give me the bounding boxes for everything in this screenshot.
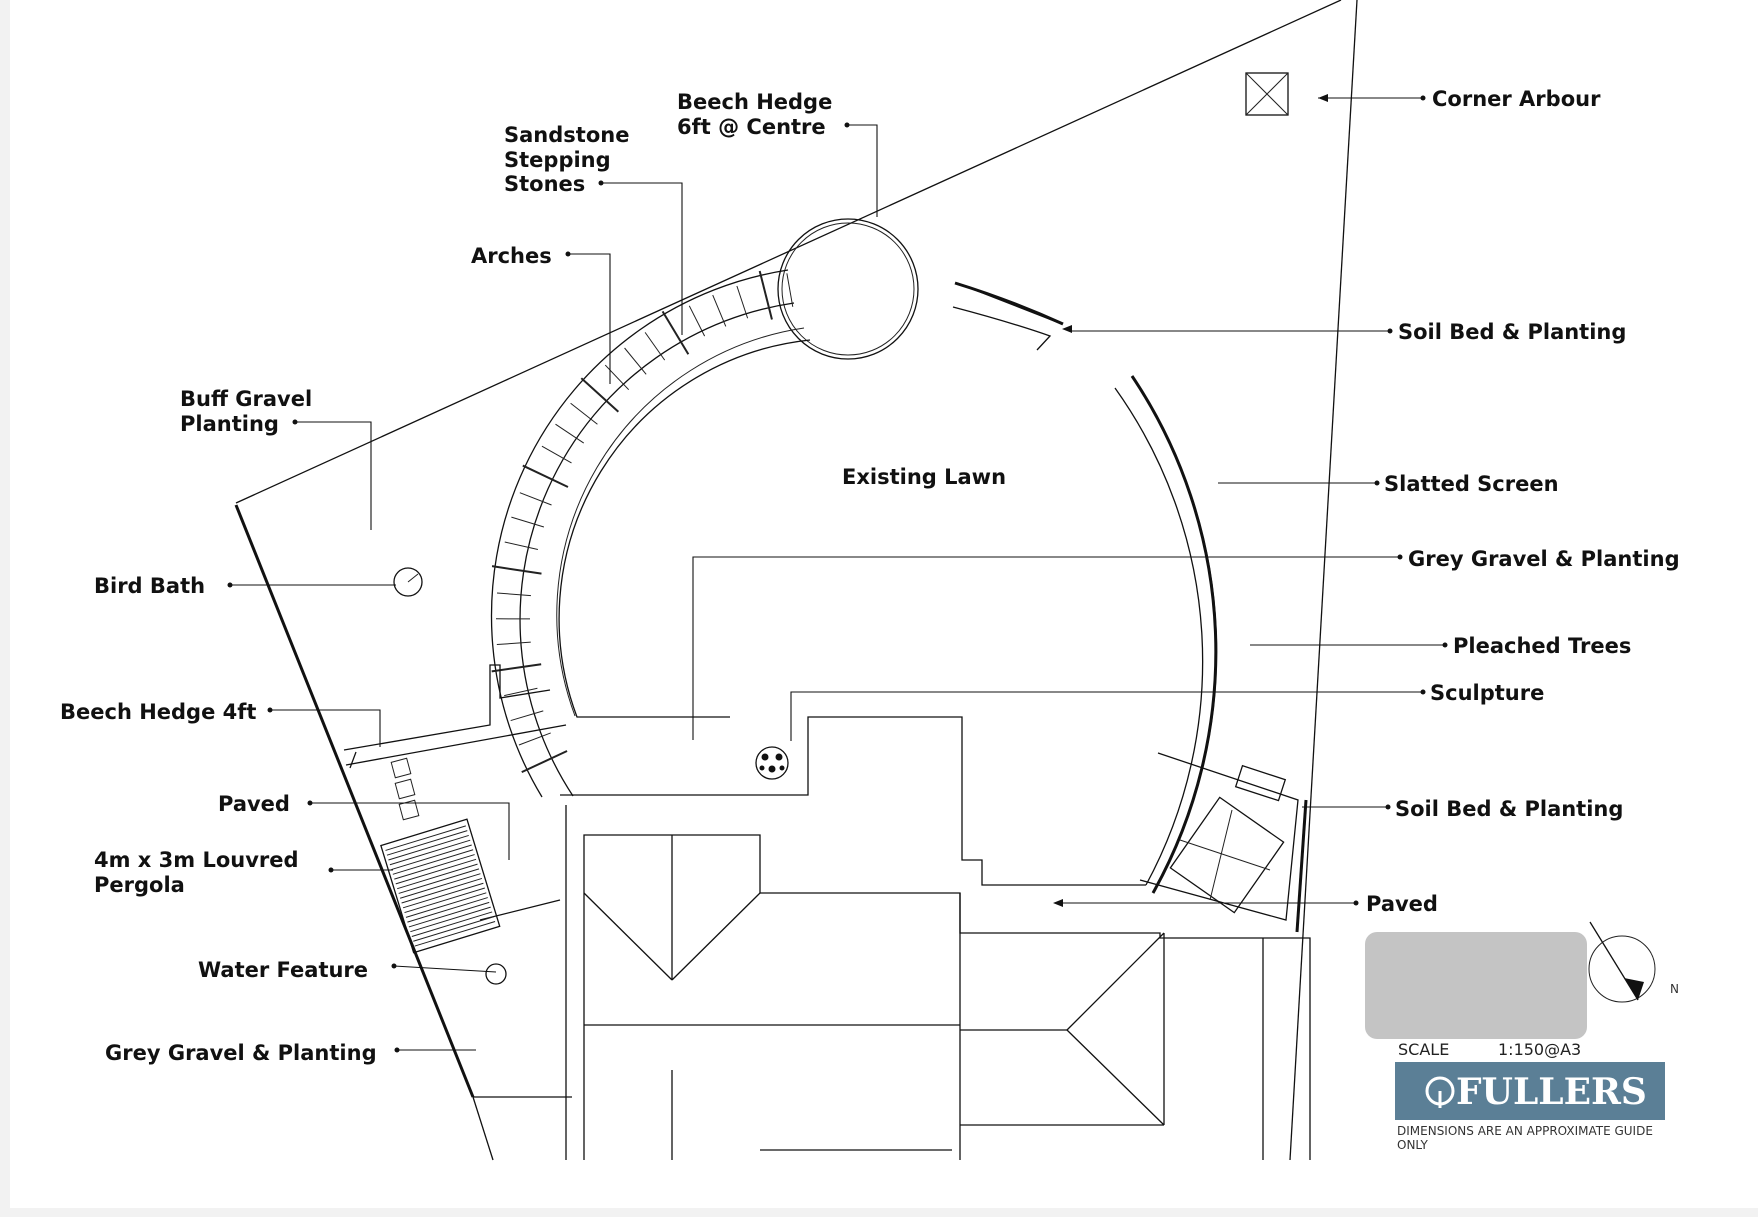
pergola-slat	[389, 839, 471, 866]
pergola-slat	[402, 882, 484, 909]
label-grey-gravel-right: Grey Gravel & Planting	[1408, 547, 1680, 571]
stepping-stone	[712, 294, 727, 327]
label-soil-bed-top: Soil Bed & Planting	[1398, 320, 1626, 344]
stepping-stone	[496, 641, 531, 646]
stepping-stone	[510, 710, 544, 722]
property-boundary	[234, 0, 1358, 1161]
pergola-slat	[410, 906, 491, 933]
stepping-stone	[496, 592, 531, 597]
label-pergola-2: Pergola	[94, 873, 185, 897]
key-placeholder-box	[1365, 932, 1587, 1039]
right-soil-bed	[1139, 752, 1308, 933]
stepping-stone	[644, 332, 666, 361]
pergola-slat	[388, 834, 469, 861]
leader-lines	[230, 94, 1445, 1051]
label-corner-arbour: Corner Arbour	[1432, 87, 1601, 111]
water-feature	[485, 963, 507, 985]
label-buff-gravel-1: Buff Gravel	[180, 387, 312, 411]
arch-post	[491, 565, 542, 575]
north-arrow: N	[1588, 921, 1679, 1003]
title-block: N SCALE 1:150@A3 FULLERS DIMENSIONS ARE …	[1365, 921, 1679, 1152]
arch-post	[522, 464, 569, 488]
brand-name: FULLERS	[1456, 1071, 1647, 1113]
pergola-slat	[414, 921, 496, 947]
pergola-slat	[399, 873, 481, 899]
scale-value: 1:150@A3	[1498, 1040, 1581, 1059]
label-existing-lawn: Existing Lawn	[842, 465, 1006, 489]
pergola-slat	[411, 911, 493, 937]
label-water-feature: Water Feature	[198, 958, 368, 982]
arch-post	[521, 750, 568, 774]
stepping-stone	[624, 347, 647, 375]
stepping-stone	[511, 516, 545, 528]
arch-post	[661, 310, 690, 355]
stepping-stone	[504, 687, 538, 697]
pergola-slat	[408, 901, 490, 928]
label-paved-left: Paved	[218, 792, 290, 816]
drawing-sheet: Corner Arbour Beech Hedge 6ft @ Centre S…	[10, 0, 1758, 1208]
north-label: N	[1670, 982, 1679, 996]
arch-post	[758, 270, 773, 320]
pergola-slat	[398, 868, 480, 894]
label-arches: Arches	[471, 244, 552, 268]
pergola-slat	[404, 887, 485, 914]
label-beech-hedge-4ft: Beech Hedge 4ft	[60, 700, 256, 724]
label-buff-gravel-2: Planting	[180, 412, 279, 436]
stepping-stone	[736, 285, 749, 319]
label-sandstone-3: Stones	[504, 172, 585, 196]
label-beech-hedge-centre-1: Beech Hedge	[677, 90, 832, 114]
label-pergola-1: 4m x 3m Louvred	[94, 848, 299, 872]
label-bird-bath: Bird Bath	[94, 574, 205, 598]
label-sandstone-1: Sandstone	[504, 123, 629, 147]
bird-bath	[393, 567, 423, 597]
pergola-slat	[392, 849, 474, 875]
pergola-slat	[395, 858, 477, 885]
lawn-outline	[558, 281, 1218, 894]
corner-arbour	[1245, 72, 1289, 116]
disclaimer-line-2: ONLY	[1397, 1138, 1429, 1152]
pergola-slat	[394, 854, 475, 880]
pergola-slat	[397, 863, 478, 890]
label-grey-gravel-left: Grey Gravel & Planting	[105, 1041, 377, 1065]
house-roof	[565, 805, 1311, 1160]
stepping-stone	[570, 402, 598, 425]
stepping-stone	[519, 492, 552, 506]
pergola-slat	[405, 892, 487, 918]
sculpture	[755, 746, 789, 780]
arch-post	[580, 377, 620, 413]
label-paved-right: Paved	[1366, 892, 1438, 916]
label-soil-bed-right: Soil Bed & Planting	[1395, 797, 1623, 821]
scale-label: SCALE	[1398, 1040, 1449, 1059]
stepping-stone	[604, 364, 630, 391]
pergola-slat	[386, 830, 468, 856]
stepping-stone	[786, 273, 794, 307]
stepping-stone	[504, 541, 539, 551]
label-pleached-trees: Pleached Trees	[1453, 634, 1631, 658]
stepping-stone	[518, 732, 551, 746]
label-sandstone-2: Stepping	[504, 148, 611, 172]
pergola-slat	[391, 844, 472, 871]
tree-logo-icon	[1425, 1076, 1455, 1108]
leader-dots	[227, 95, 1448, 1053]
label-slatted-screen: Slatted Screen	[1384, 472, 1559, 496]
pergola-slat	[413, 916, 494, 942]
stepping-stone	[688, 305, 706, 337]
arches-walkway	[490, 269, 805, 798]
pergola-slat	[407, 897, 488, 923]
pergola-slat	[401, 877, 483, 904]
louvred-pergola	[380, 818, 501, 954]
stepping-stone	[541, 445, 572, 464]
disclaimer-line-1: DIMENSIONS ARE AN APPROXIMATE GUIDE	[1397, 1124, 1653, 1138]
stepping-stone	[555, 423, 585, 444]
pergola-slat	[385, 825, 466, 851]
garden-plan: Corner Arbour Beech Hedge 6ft @ Centre S…	[60, 0, 1680, 1161]
beech-hedge-circle	[777, 218, 919, 360]
label-sculpture: Sculpture	[1430, 681, 1544, 705]
label-beech-hedge-centre-2: 6ft @ Centre	[677, 115, 826, 139]
